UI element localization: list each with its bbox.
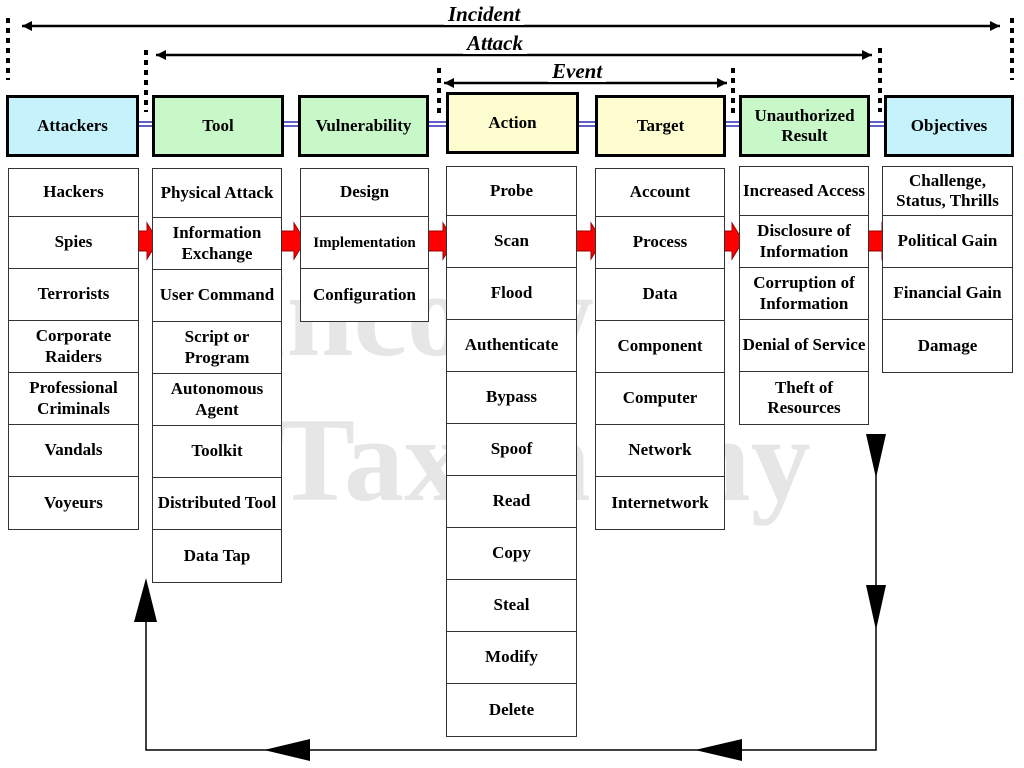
header-unauthorized-result: Unauthorized Result <box>739 95 870 157</box>
list-item: Authenticate <box>447 320 576 372</box>
column-action: Probe Scan Flood Authenticate Bypass Spo… <box>446 166 577 737</box>
column-vulnerability: Design Implementation Configuration <box>300 168 429 322</box>
incident-label: Incident <box>444 4 525 25</box>
header-target: Target <box>595 95 726 157</box>
list-item: Denial of Service <box>740 320 868 372</box>
list-item: Damage <box>917 335 978 355</box>
list-item: Distributed Tool <box>153 478 281 530</box>
header-objectives: Objectives <box>884 95 1014 157</box>
list-item: Theft of Resources <box>767 377 841 417</box>
list-item: Disclosure of Information <box>740 216 868 268</box>
list-item: Autonomous Agent <box>153 374 281 426</box>
list-item: Voyeurs <box>44 492 103 512</box>
column-attackers: Hackers Spies Terrorists Corporate Raide… <box>8 168 139 530</box>
list-item: Increased Access <box>740 167 868 216</box>
list-item: Design <box>301 169 428 217</box>
list-item: Computer <box>596 373 724 425</box>
feedback-arrowhead-up <box>134 578 157 622</box>
feedback-arrowhead-left-right <box>695 739 742 761</box>
list-item: Hackers <box>9 169 138 217</box>
list-item: Vandals <box>9 425 138 477</box>
list-item: Steal <box>447 580 576 632</box>
list-item: Account <box>596 169 724 217</box>
list-item: Professional Criminals <box>9 373 138 425</box>
header-vulnerability: Vulnerability <box>298 95 429 157</box>
list-item: Network <box>596 425 724 477</box>
list-item: User Command <box>153 270 281 322</box>
list-item: Modify <box>447 632 576 684</box>
event-label: Event <box>548 61 607 82</box>
list-item: Toolkit <box>153 426 281 478</box>
list-item: Component <box>596 321 724 373</box>
column-unauthorized-result: Increased Access Disclosure of Informati… <box>739 166 869 425</box>
list-item: Delete <box>488 699 535 719</box>
header-tool: Tool <box>152 95 284 157</box>
feedback-arrowhead-left-left <box>264 739 310 761</box>
list-item: Corporate Raiders <box>9 321 138 373</box>
list-item: Probe <box>447 167 576 216</box>
list-item: Data <box>596 269 724 321</box>
column-target: Account Process Data Component Computer … <box>595 168 725 530</box>
attack-label: Attack <box>463 33 527 54</box>
list-item: Bypass <box>447 372 576 424</box>
list-item: Process <box>596 217 724 269</box>
header-connectors <box>139 121 884 127</box>
list-item: Data Tap <box>183 545 251 565</box>
list-item: Implementation <box>301 217 428 269</box>
list-item: Financial Gain <box>883 268 1012 320</box>
column-tool: Physical Attack Information Exchange Use… <box>152 168 282 583</box>
list-item: Spoof <box>447 424 576 476</box>
list-item: Corruption of Information <box>740 268 868 320</box>
list-item: Copy <box>447 528 576 580</box>
list-item: Script or Program <box>153 322 281 374</box>
list-item: Internetwork <box>611 492 709 512</box>
list-item: Political Gain <box>883 216 1012 268</box>
list-item: Challenge, Status, Thrills <box>883 167 1012 216</box>
list-item: Terrorists <box>9 269 138 321</box>
header-attackers: Attackers <box>6 95 139 157</box>
header-action: Action <box>446 92 579 154</box>
column-objectives: Challenge, Status, Thrills Political Gai… <box>882 166 1013 373</box>
list-item: Physical Attack <box>153 169 281 218</box>
list-item: Read <box>447 476 576 528</box>
list-item: Scan <box>447 216 576 268</box>
feedback-arrowhead-down-upper <box>866 434 886 478</box>
list-item: Flood <box>447 268 576 320</box>
list-item: Configuration <box>313 284 416 304</box>
list-item: Information Exchange <box>153 218 281 270</box>
feedback-arrowhead-down-lower <box>866 585 886 630</box>
list-item: Spies <box>9 217 138 269</box>
